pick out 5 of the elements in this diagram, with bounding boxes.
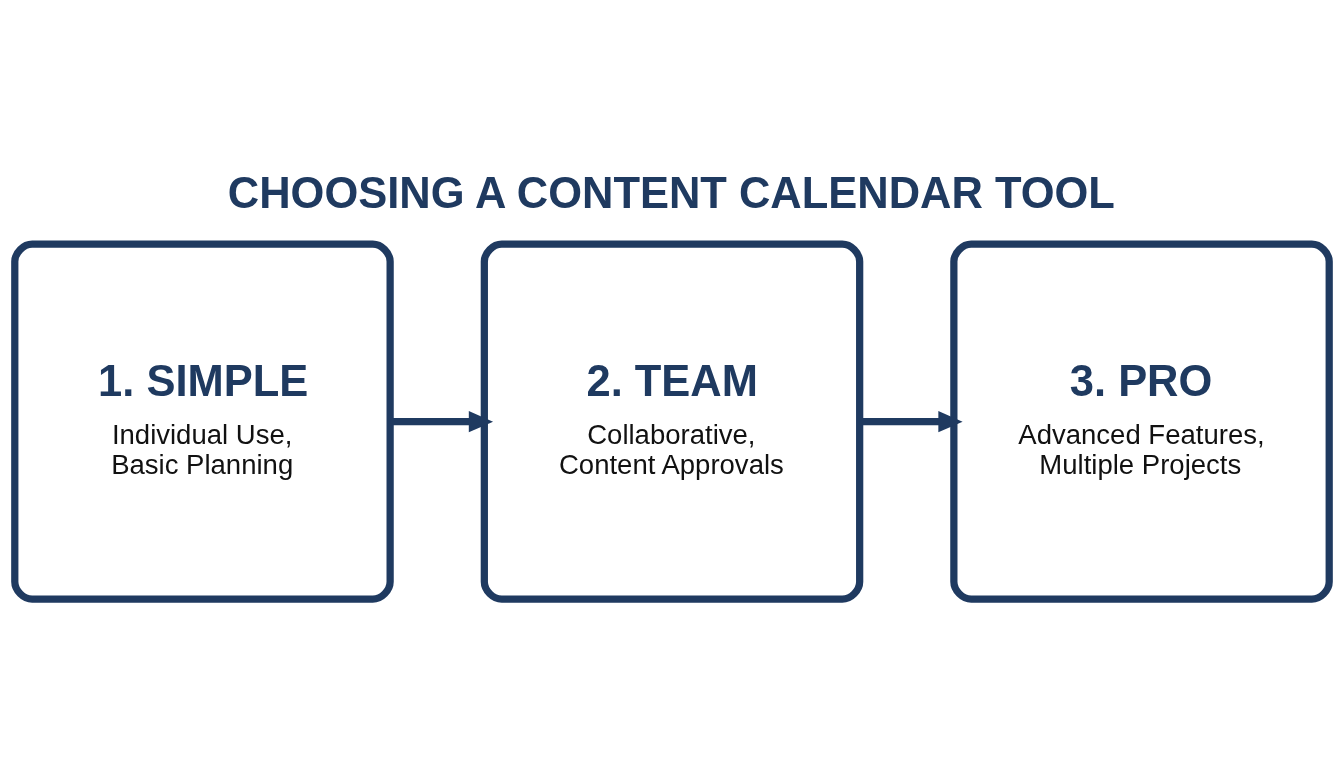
node-box: 3. PRO Advanced Features, Multiple Projects [950, 240, 1333, 603]
node-box: 1. SIMPLE Individual Use, Basic Planning [11, 240, 394, 603]
node-box: 2. TEAM Collaborative, Content Approvals [480, 240, 864, 603]
diagram-title: CHOOSING A CONTENT CALENDAR TOOL [227, 168, 1115, 217]
arrow [390, 411, 494, 433]
